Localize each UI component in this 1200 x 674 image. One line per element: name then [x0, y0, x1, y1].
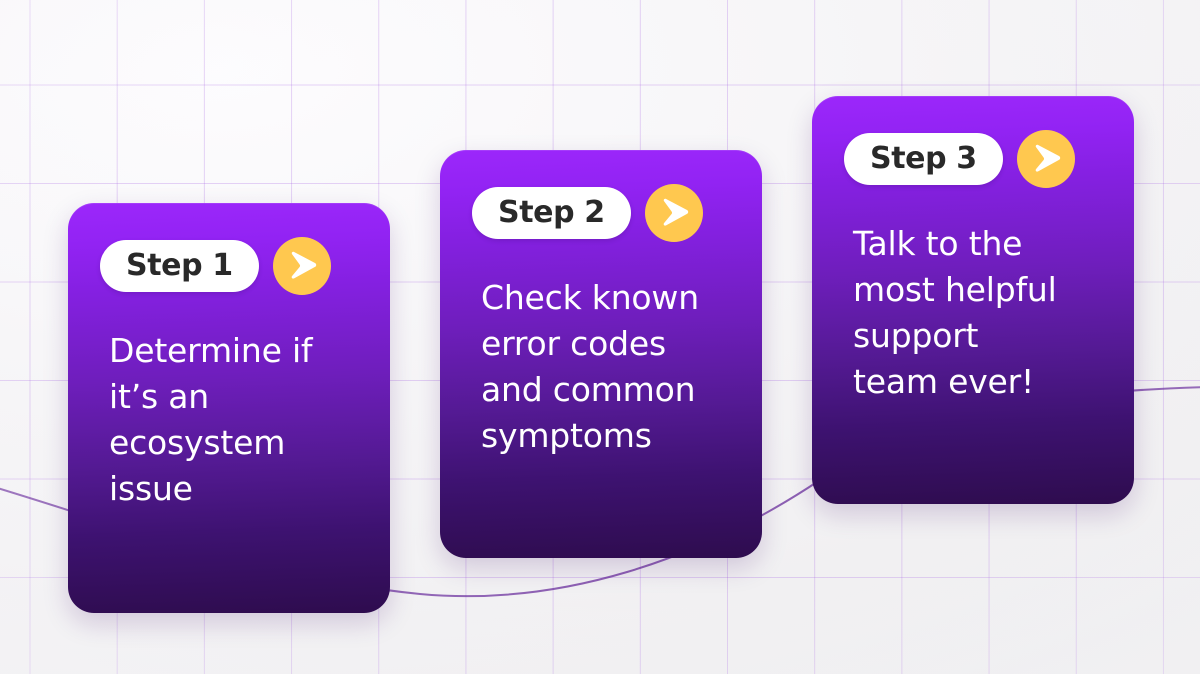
step-badge-label-3: Step 3: [870, 141, 977, 176]
card-body-3: Talk to the most helpful support team ev…: [853, 224, 1057, 401]
step-badge-label-2: Step 2: [498, 195, 605, 230]
card-header-3: Step 3: [844, 130, 1075, 188]
step-badge-label-1: Step 1: [126, 248, 233, 283]
card-body-2: Check known error codes and common sympt…: [481, 278, 699, 455]
step-card-3[interactable]: Step 3 Talk to the most helpful support …: [812, 96, 1134, 504]
step-badge-3[interactable]: Step 3: [844, 133, 1003, 185]
card-header-1: Step 1: [100, 237, 331, 295]
step-card-2[interactable]: Step 2 Check known error codes and commo…: [440, 150, 762, 558]
step-card-1[interactable]: Step 1 Determine if it’s an ecosystem is…: [68, 203, 390, 613]
card-header-2: Step 2: [472, 184, 703, 242]
step-badge-1[interactable]: Step 1: [100, 240, 259, 292]
arrow-right-icon[interactable]: [1016, 130, 1075, 188]
card-body-1: Determine if it’s an ecosystem issue: [109, 331, 313, 508]
step-badge-2[interactable]: Step 2: [472, 187, 631, 239]
arrow-right-icon[interactable]: [272, 237, 331, 295]
arrow-right-icon[interactable]: [644, 184, 703, 242]
